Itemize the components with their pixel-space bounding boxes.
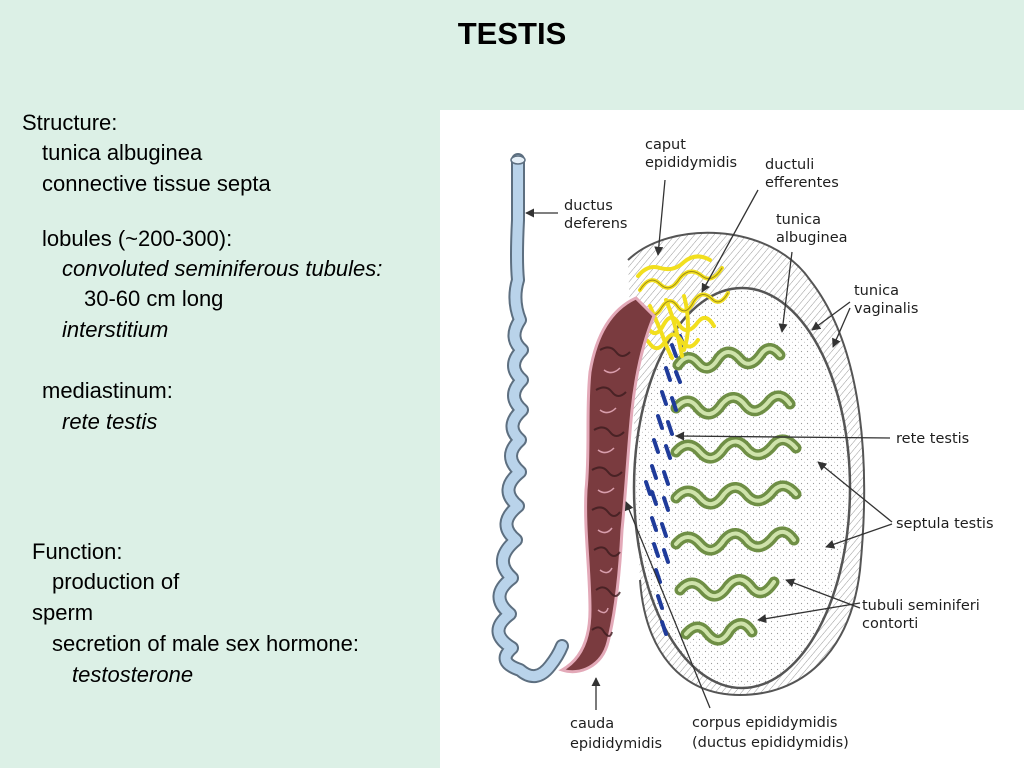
testis-illustration: caput epididymidis ductuli efferentes du… — [491, 137, 994, 752]
label-septula-testis: septula testis — [896, 516, 994, 532]
structure-interstitium: interstitium — [62, 317, 169, 342]
testis-diagram: caput epididymidis ductuli efferentes du… — [440, 110, 1024, 768]
function-production: production of — [52, 569, 180, 594]
ductus-deferens — [491, 153, 569, 683]
label-ductuli-1: ductuli — [765, 157, 814, 173]
label-corpus-1: corpus epididymidis — [692, 715, 837, 731]
epididymis — [558, 296, 656, 674]
function-sperm: sperm — [32, 600, 94, 625]
label-ductuli-2: efferentes — [765, 175, 839, 191]
label-tunica-vaginalis-1: tunica — [854, 283, 899, 299]
label-cauda-1: cauda — [570, 716, 614, 732]
label-rete-testis: rete testis — [896, 431, 969, 447]
label-ductus-2: deferens — [564, 216, 627, 232]
label-caput-2: epididymidis — [645, 155, 737, 171]
slide-title: TESTIS — [457, 16, 567, 51]
label-tunica-albuginea-1: tunica — [776, 212, 821, 228]
label-tubuli-1: tubuli seminiferi — [862, 598, 980, 614]
structure-tunica-albuginea: tunica albuginea — [42, 140, 203, 165]
function-heading: Function: — [32, 539, 123, 564]
label-ductus-1: ductus — [564, 198, 613, 214]
structure-septa: connective tissue septa — [42, 171, 271, 196]
label-tunica-vaginalis-2: vaginalis — [854, 301, 918, 317]
structure-mediastinum: mediastinum: — [42, 378, 173, 403]
label-caput-1: caput — [645, 137, 686, 153]
label-cauda-2: epididymidis — [570, 736, 662, 752]
diagram-labels: caput epididymidis ductuli efferentes du… — [564, 137, 994, 752]
function-hormone: testosterone — [72, 662, 194, 687]
structure-tubules: convoluted seminiferous tubules: — [62, 256, 383, 281]
structure-heading: Structure: — [22, 110, 118, 135]
label-tunica-albuginea-2: albuginea — [776, 230, 848, 246]
structure-lobules: lobules (~200-300): — [42, 226, 233, 251]
label-corpus-2: (ductus epididymidis) — [692, 735, 849, 751]
structure-rete-testis: rete testis — [62, 409, 158, 434]
structure-tubule-length: 30-60 cm long — [84, 286, 224, 311]
function-secretion: secretion of male sex hormone: — [52, 631, 359, 656]
label-tubuli-2: contorti — [862, 616, 918, 632]
label-pointers — [525, 179, 893, 710]
rete-testis — [644, 334, 686, 636]
